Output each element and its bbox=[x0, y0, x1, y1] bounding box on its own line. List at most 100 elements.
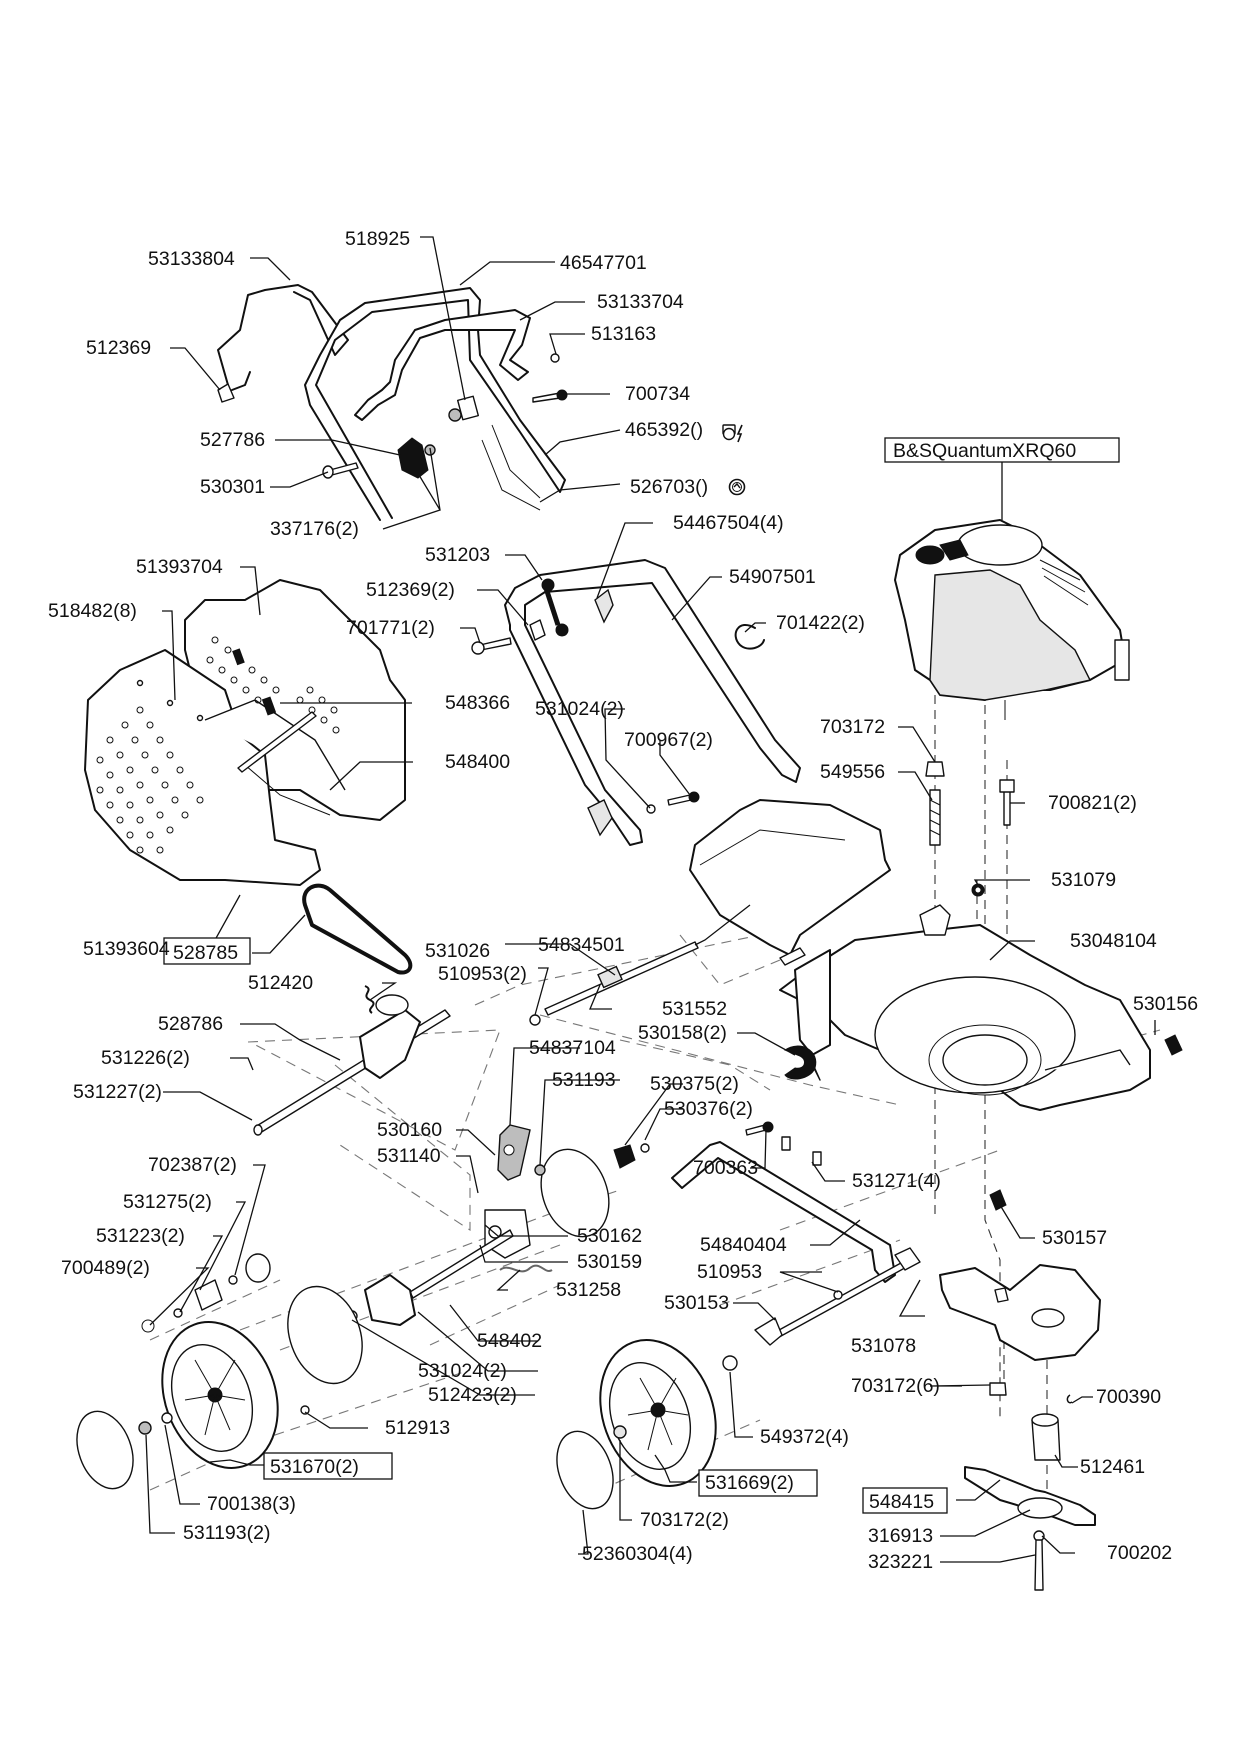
part-label-700390: 700390 bbox=[1096, 1386, 1161, 1408]
part-label-700202: 700202 bbox=[1107, 1542, 1172, 1564]
part-label-703172-6: 703172(6) bbox=[851, 1375, 940, 1397]
part-label-54834501: 54834501 bbox=[538, 934, 625, 956]
part-label-700363: 700363 bbox=[693, 1157, 758, 1179]
part-label-700967: 700967(2) bbox=[624, 729, 713, 751]
part-label-512423: 512423(2) bbox=[428, 1384, 517, 1406]
rear-deflector bbox=[689, 799, 891, 966]
part-label-530375: 530375(2) bbox=[650, 1073, 739, 1095]
part-label-531193-2: 531193(2) bbox=[183, 1522, 270, 1544]
part-label-531140: 531140 bbox=[377, 1145, 441, 1167]
part-label-323221: 323221 bbox=[868, 1551, 933, 1573]
part-label-548366: 548366 bbox=[445, 692, 510, 714]
part-label-548400: 548400 bbox=[445, 751, 510, 773]
part-label-512420: 512420 bbox=[248, 972, 313, 994]
part-label-528785: 528785 bbox=[173, 942, 238, 964]
part-label-700489: 700489(2) bbox=[61, 1257, 150, 1279]
part-label-52360304: 52360304(4) bbox=[582, 1543, 693, 1565]
part-label-53048104: 53048104 bbox=[1070, 930, 1157, 952]
part-label-548415: 548415 bbox=[869, 1491, 934, 1513]
part-label-530376: 530376(2) bbox=[664, 1098, 753, 1120]
drive-assembly bbox=[253, 883, 921, 1346]
part-label-531226: 531226(2) bbox=[101, 1047, 190, 1069]
engine-brake-icon bbox=[722, 424, 743, 443]
part-label-530156: 530156 bbox=[1133, 993, 1198, 1015]
part-label-531026: 531026 bbox=[425, 940, 490, 962]
lower-handle-assembly bbox=[471, 559, 801, 846]
belt-label-box bbox=[163, 937, 251, 965]
part-label-531669: 531669(2) bbox=[705, 1472, 794, 1494]
part-label-465392-group: 465392() bbox=[625, 419, 743, 443]
part-label-531223: 531223(2) bbox=[96, 1225, 185, 1247]
part-label-518925: 518925 bbox=[345, 228, 410, 250]
part-label-531024-a: 531024(2) bbox=[535, 698, 624, 720]
part-label-701771: 701771(2) bbox=[346, 617, 435, 639]
part-label-465392: 465392() bbox=[625, 419, 703, 441]
part-label-54467504: 54467504(4) bbox=[673, 512, 784, 534]
rear-wheel-label-box bbox=[263, 1452, 393, 1480]
part-label-700138: 700138(3) bbox=[207, 1493, 296, 1515]
part-label-53133704: 53133704 bbox=[597, 291, 684, 313]
front-wheel-label-box bbox=[698, 1469, 818, 1497]
part-label-548402: 548402 bbox=[477, 1330, 542, 1352]
part-label-337176: 337176(2) bbox=[270, 518, 359, 540]
part-label-46547701: 46547701 bbox=[560, 252, 647, 274]
part-label-703172-2: 703172(2) bbox=[640, 1509, 729, 1531]
part-label-526703: 526703() bbox=[630, 476, 708, 498]
grass-catcher bbox=[84, 579, 406, 886]
part-label-701422: 701422(2) bbox=[776, 612, 865, 634]
blade-label-box bbox=[862, 1487, 948, 1514]
part-label-528786: 528786 bbox=[158, 1013, 223, 1035]
leader-lines bbox=[145, 236, 1156, 1563]
part-label-549372: 549372(4) bbox=[760, 1426, 849, 1448]
part-label-512913: 512913 bbox=[385, 1417, 450, 1439]
part-label-700821: 700821(2) bbox=[1048, 792, 1137, 814]
perforation-pattern bbox=[96, 636, 340, 854]
part-label-510953-2: 510953(2) bbox=[438, 963, 527, 985]
part-label-513163: 513163 bbox=[591, 323, 656, 345]
part-label-700734: 700734 bbox=[625, 383, 690, 405]
part-label-51393604: 51393604 bbox=[83, 938, 170, 960]
part-label-510953: 510953 bbox=[697, 1261, 762, 1283]
part-label-531275: 531275(2) bbox=[123, 1191, 212, 1213]
part-label-526703-group: 526703() bbox=[630, 476, 746, 498]
blade-assembly bbox=[939, 1264, 1101, 1591]
hinge-530156 bbox=[1164, 1034, 1183, 1056]
part-label-531552: 531552 bbox=[662, 998, 727, 1020]
engine bbox=[894, 519, 1130, 720]
part-labels: 53133804 518925 46547701 53133704 512369… bbox=[48, 228, 1198, 1573]
part-label-530159: 530159 bbox=[577, 1251, 642, 1273]
part-label-530160: 530160 bbox=[377, 1119, 442, 1141]
part-label-531203: 531203 bbox=[425, 544, 490, 566]
wheels bbox=[76, 1253, 738, 1510]
part-label-518482: 518482(8) bbox=[48, 600, 137, 622]
part-label-51393704: 51393704 bbox=[136, 556, 223, 578]
part-label-530162: 530162 bbox=[577, 1225, 642, 1247]
part-label-531258: 531258 bbox=[556, 1279, 621, 1301]
self-propel-icon bbox=[728, 478, 746, 496]
part-label-531670: 531670(2) bbox=[270, 1456, 359, 1478]
part-label-549556: 549556 bbox=[820, 761, 885, 783]
engine-label-box bbox=[884, 437, 1120, 463]
part-label-53133804: 53133804 bbox=[148, 248, 235, 270]
part-label-316913: 316913 bbox=[868, 1525, 933, 1547]
part-label-531193: 531193 bbox=[552, 1069, 616, 1091]
upper-handle-assembly bbox=[217, 284, 568, 521]
part-label-530153: 530153 bbox=[664, 1292, 729, 1314]
hinge-530157 bbox=[989, 1189, 1007, 1211]
part-label-530158: 530158(2) bbox=[638, 1022, 727, 1044]
part-label-530301: 530301 bbox=[200, 476, 265, 498]
part-label-512369: 512369 bbox=[86, 337, 151, 359]
part-label-512461: 512461 bbox=[1080, 1456, 1145, 1478]
part-label-531078: 531078 bbox=[851, 1335, 916, 1357]
part-label-54907501: 54907501 bbox=[729, 566, 816, 588]
part-label-527786: 527786 bbox=[200, 429, 265, 451]
part-label-531079: 531079 bbox=[1051, 869, 1116, 891]
part-label-702387: 702387(2) bbox=[148, 1154, 237, 1176]
engine-model-label: B&SQuantumXRQ60 bbox=[893, 440, 1076, 462]
part-label-703172: 703172 bbox=[820, 716, 885, 738]
part-label-54837104: 54837104 bbox=[529, 1037, 616, 1059]
mower-deck bbox=[779, 904, 1151, 1111]
part-label-54840404: 54840404 bbox=[700, 1234, 787, 1256]
part-label-530157: 530157 bbox=[1042, 1227, 1107, 1249]
